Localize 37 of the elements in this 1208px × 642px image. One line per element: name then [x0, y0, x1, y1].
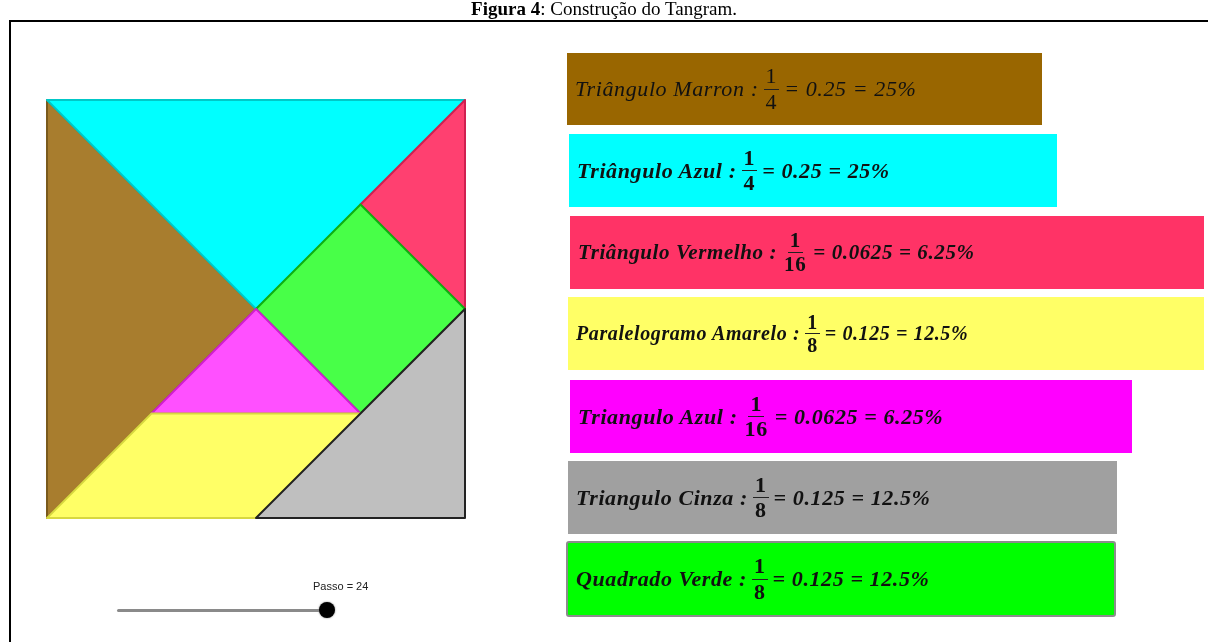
equation-value: = 0.125 = 12.5%: [824, 322, 969, 345]
shape-name: Triangulo Cinza :: [576, 484, 748, 511]
fraction-denominator: 16: [743, 417, 769, 442]
fraction-numerator: 1: [753, 472, 769, 498]
slider-label: Passo = 24: [313, 580, 369, 592]
label-box: [570, 216, 1204, 289]
shape-name: Triângulo Vermelho :: [578, 240, 778, 265]
shape-name: Triângulo Azul :: [577, 157, 737, 184]
equation-value: = 0.0625 = 6.25%: [813, 240, 975, 265]
fraction-numerator: 1: [763, 64, 780, 90]
shape-name: Triângulo Marron :: [575, 76, 759, 102]
label-box: [568, 297, 1204, 370]
equation-value: = 0.0625 = 6.25%: [774, 403, 944, 430]
fraction-numerator: 1: [787, 228, 803, 253]
shape-name: Quadrado Verde :: [576, 566, 747, 592]
fraction-numerator: 1: [748, 391, 764, 417]
fraction-denominator: 16: [783, 253, 808, 277]
label-box: [567, 53, 1042, 125]
equation-value: = 0.25 = 25%: [784, 76, 917, 102]
label-box: [566, 541, 1116, 617]
shape-name: Paralelogramo Amarelo :: [576, 322, 801, 345]
label-box: [568, 461, 1117, 534]
fraction-denominator: 8: [806, 334, 819, 356]
fraction-denominator: 8: [754, 498, 768, 523]
shape-name: Triangulo Azul :: [578, 403, 738, 430]
label-box: [570, 380, 1132, 453]
fraction-numerator: 1: [751, 554, 768, 580]
fraction-denominator: 8: [752, 579, 767, 604]
figure-title: Figura 4: Construção do Tangram.: [470, 0, 738, 19]
fraction-numerator: 1: [805, 311, 820, 334]
fraction-denominator: 4: [764, 89, 779, 114]
equation-value: = 0.125 = 12.5%: [772, 566, 930, 592]
fraction-denominator: 4: [742, 171, 757, 196]
equation-value: = 0.25 = 25%: [762, 157, 890, 184]
label-box: [569, 134, 1057, 207]
fraction-numerator: 1: [741, 145, 758, 171]
equation-value: = 0.125 = 12.5%: [773, 484, 931, 511]
